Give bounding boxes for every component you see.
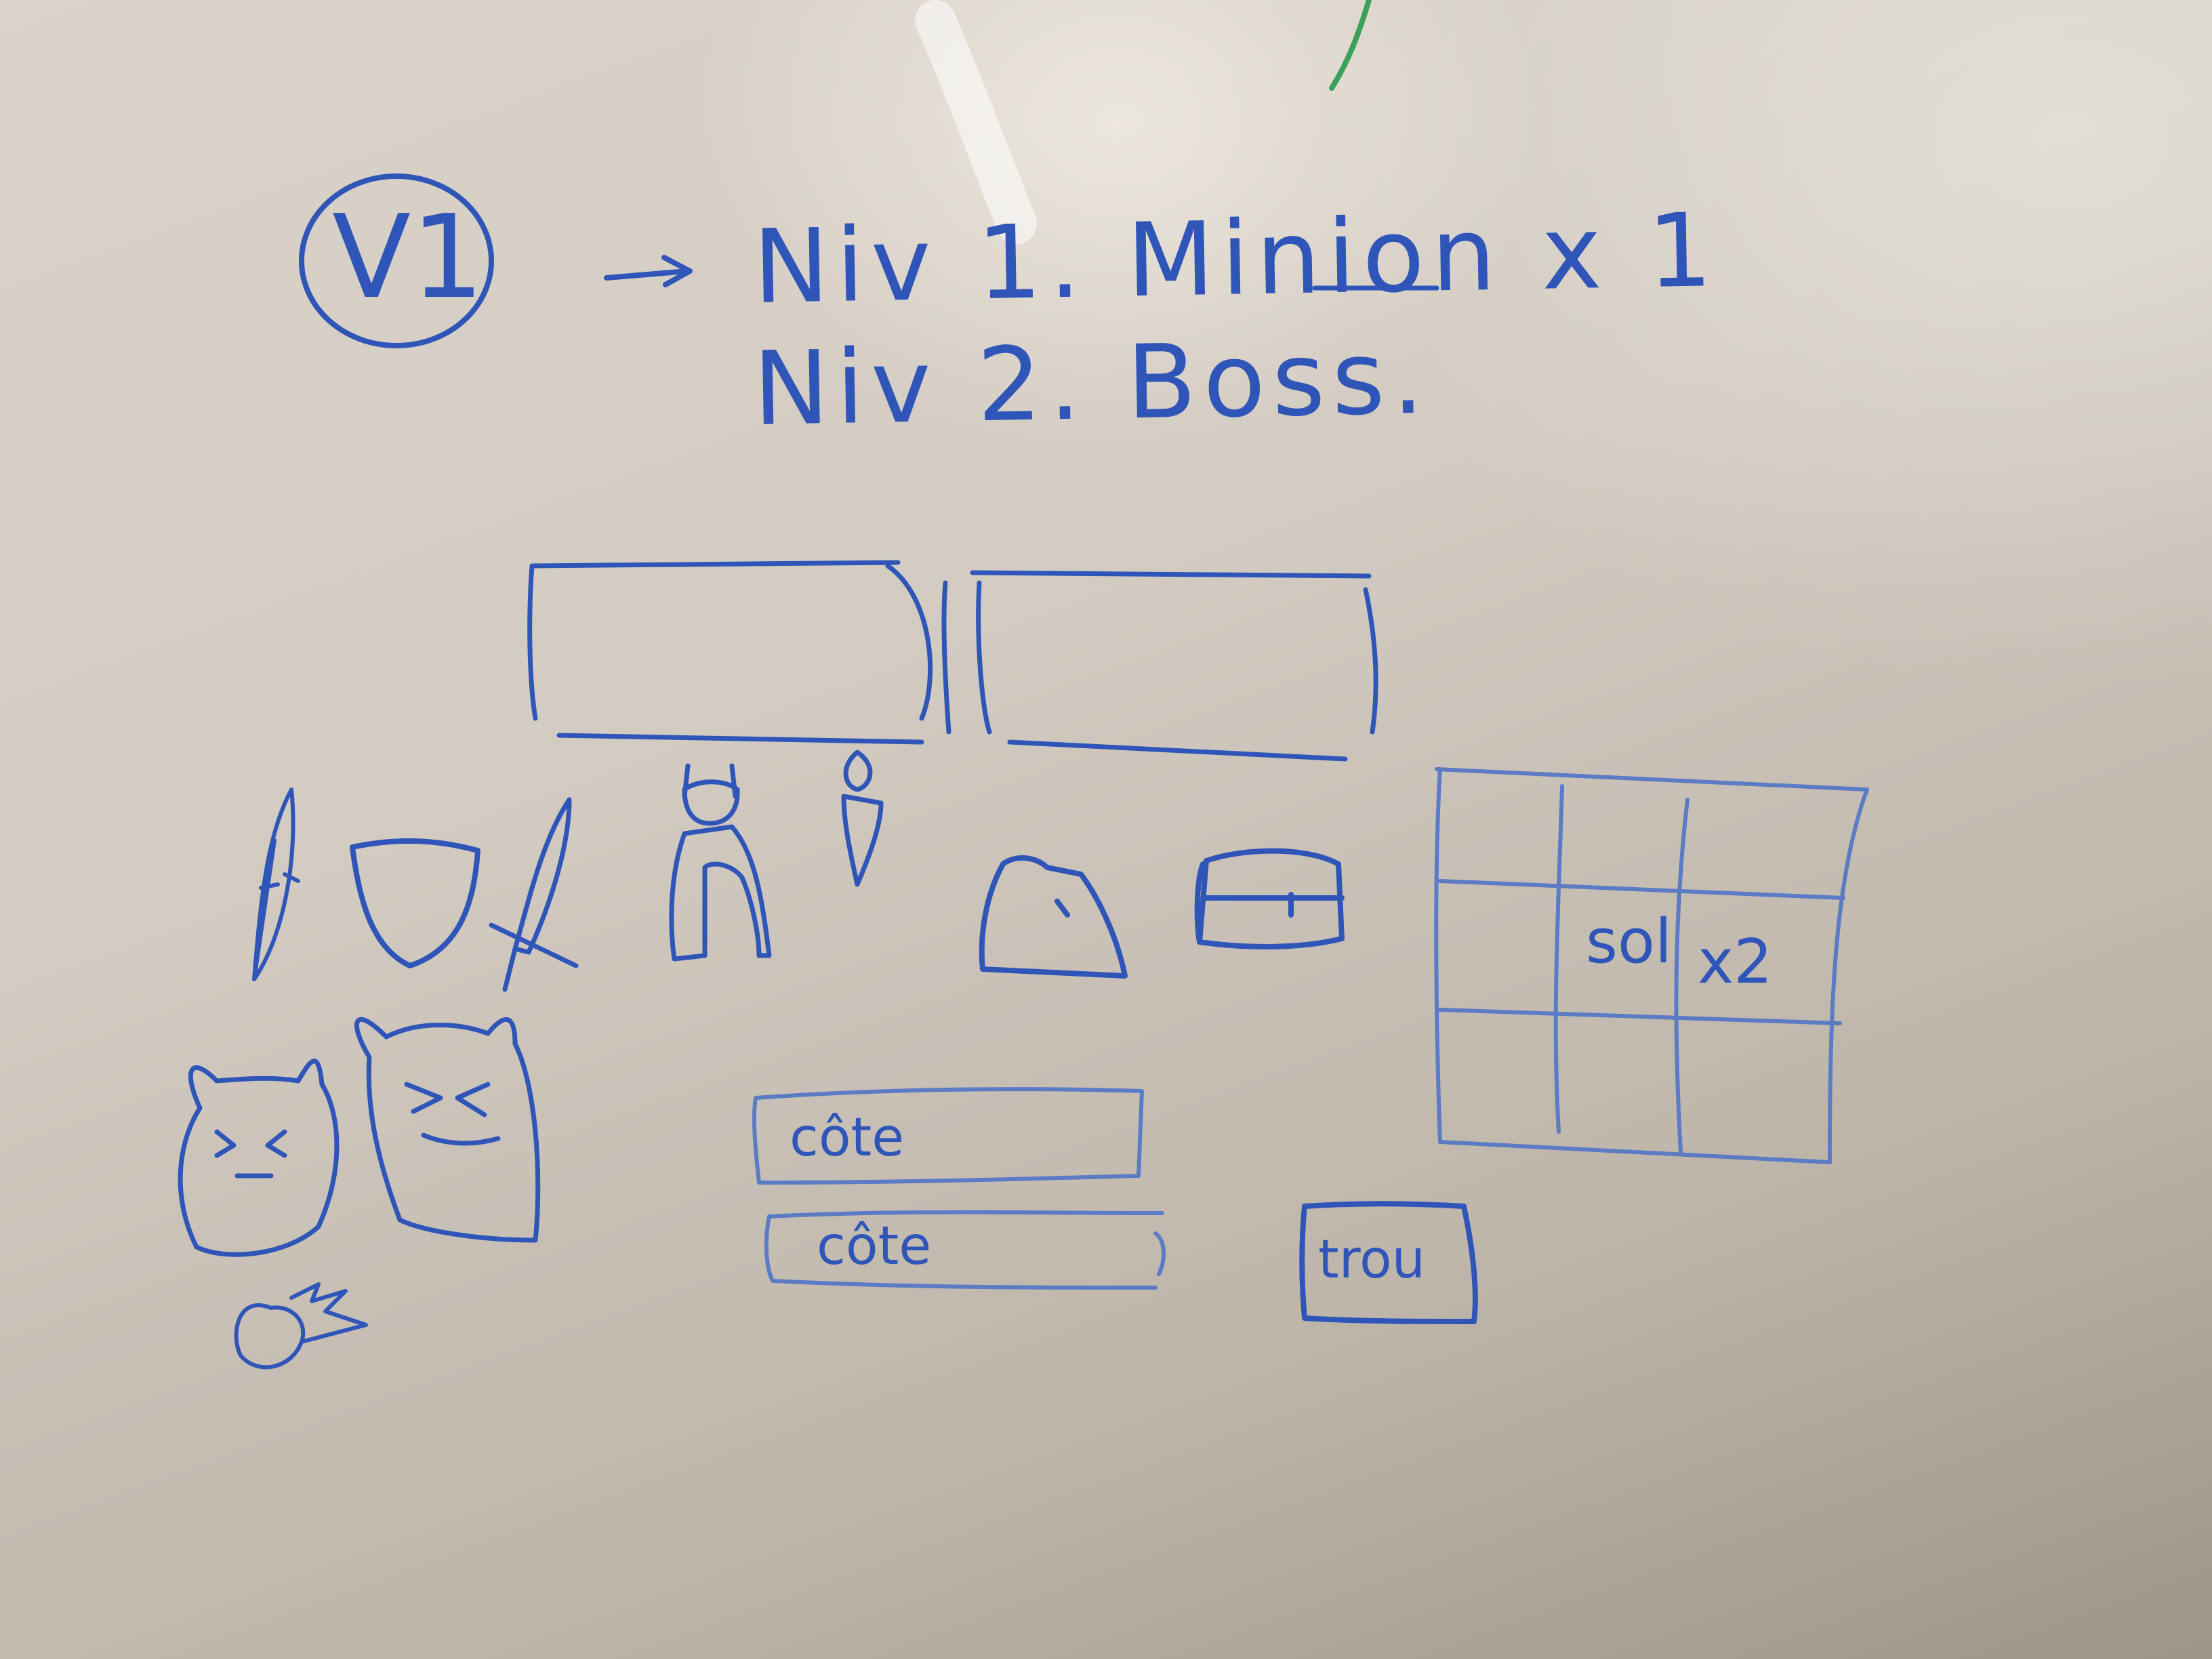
- small-monster-icon: [178, 1059, 340, 1257]
- fireball-icon: [234, 1282, 368, 1370]
- rock-icon: [979, 855, 1128, 979]
- side-box-2: [764, 1210, 1166, 1290]
- version-circle: [299, 173, 494, 348]
- floor-multiplier: x2: [1698, 926, 1773, 998]
- shield-icon: [350, 838, 480, 968]
- horned-helmet-icon: [669, 763, 772, 962]
- version-label: V1: [332, 190, 485, 325]
- big-monster-icon: [354, 1017, 541, 1243]
- bag-icon: [841, 750, 884, 887]
- side-label-2: côte: [817, 1216, 932, 1277]
- floor-label: sol: [1586, 906, 1672, 977]
- green-marker-stroke: [1329, 0, 1372, 91]
- feather-icon: [252, 787, 300, 981]
- level-1-line: Niv 1. Minion x 1: [752, 192, 1720, 327]
- level-2-line: Niv 2. Boss.: [752, 319, 1432, 449]
- side-box-1: [752, 1087, 1144, 1185]
- chest-icon: [1194, 848, 1345, 949]
- platform-left: [527, 560, 933, 745]
- side-label-1: côte: [790, 1107, 905, 1168]
- platform-right: [941, 570, 1378, 762]
- hole-box: [1299, 1201, 1478, 1324]
- hole-label: trou: [1318, 1229, 1426, 1290]
- arrow-icon: [604, 255, 693, 287]
- glare: [915, 0, 1037, 244]
- floor-grid: [1434, 767, 1869, 1164]
- sword-icon: [489, 797, 579, 992]
